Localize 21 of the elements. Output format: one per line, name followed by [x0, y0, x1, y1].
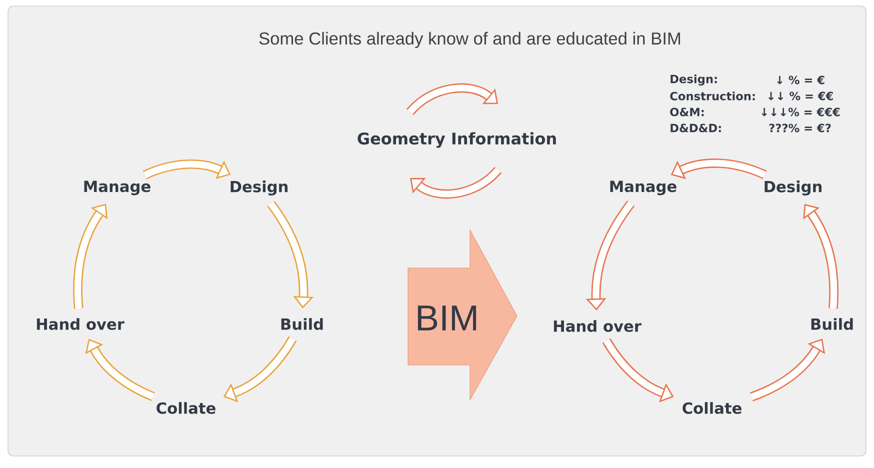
table-text: ???% = €? [769, 124, 831, 132]
node-label: Hand over [554, 320, 642, 332]
node-label: Design [764, 180, 822, 196]
table-text: ↓↓↓% = €€€ [762, 108, 840, 116]
node-label: Collate [156, 402, 216, 414]
block-arrow [267, 201, 314, 308]
table-text: D&D&D: [670, 124, 721, 132]
node-label: Build [281, 318, 323, 330]
table-text: ↓ % = € [777, 76, 824, 84]
node-label: Geometry Information [358, 132, 556, 148]
table-text: ↓↓ % = €€ [768, 92, 833, 100]
node-label: Build [811, 318, 853, 330]
node-label: Manage [84, 180, 150, 196]
title: Some Clients already know of and are educated in BIM [259, 32, 680, 48]
table-text: Design: [670, 74, 717, 86]
node-label: Manage [610, 180, 676, 196]
node-label: Collate [682, 402, 742, 414]
node-label: Design [230, 180, 288, 196]
table-text: O&M: [670, 108, 704, 116]
node-label: Hand over [36, 318, 124, 330]
table-text: Construction: [670, 92, 755, 100]
